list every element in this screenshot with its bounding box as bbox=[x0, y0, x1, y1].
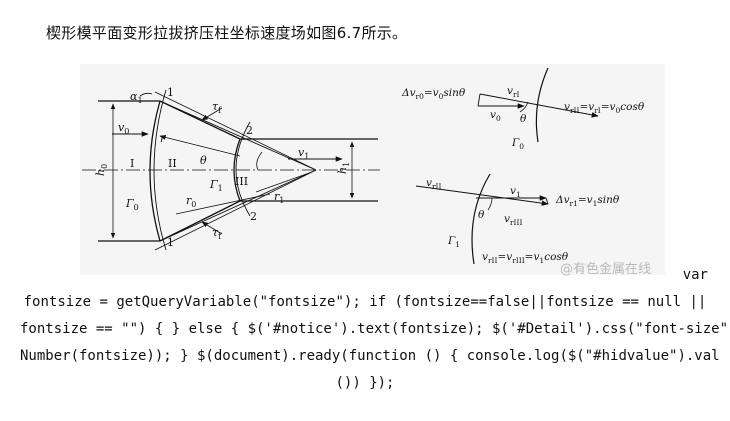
figure-drawing: α1 1 1 2 2 v0 h0 I II III Γ0 Γ1 r r0 r1 … bbox=[82, 67, 645, 265]
gamma0-velocity-diagram bbox=[477, 67, 599, 143]
dv-r1-label: Δvr1=v1sinθ bbox=[555, 194, 620, 208]
v0-label-right: v0 bbox=[490, 109, 501, 123]
label-1-top: 1 bbox=[167, 86, 174, 99]
page-heading: 楔形模平面变形拉拔挤压柱坐标速度场如图6.7所示。 bbox=[46, 24, 408, 42]
dv-r0-segment bbox=[477, 93, 481, 107]
v1-label: v1 bbox=[298, 146, 309, 161]
arc-1 bbox=[153, 89, 167, 251]
theta-label: θ bbox=[200, 154, 207, 167]
dv-r0-label: Δvr0=v0sinθ bbox=[401, 87, 466, 101]
r-vector bbox=[159, 134, 241, 157]
h1-label: h1 bbox=[336, 162, 351, 174]
region-1-label: I bbox=[130, 157, 134, 170]
theta-arc-top bbox=[519, 101, 529, 113]
vr2-equation-top: vrII=vrI=v0cosθ bbox=[564, 101, 645, 115]
die-bottom-face bbox=[159, 200, 241, 242]
watermark: @有色金属在线 bbox=[560, 262, 652, 277]
label-2-top: 2 bbox=[246, 124, 253, 137]
tau-bottom-label: τf bbox=[212, 226, 222, 241]
vr3-label: vrIII bbox=[504, 213, 522, 227]
r1-label: r1 bbox=[274, 190, 284, 205]
vr1-arrow bbox=[479, 93, 599, 118]
gamma1-curve bbox=[471, 173, 491, 265]
dv-r1-segment bbox=[545, 197, 549, 205]
v0-label: v0 bbox=[118, 121, 129, 136]
alpha-arc bbox=[139, 92, 153, 97]
die-diagram bbox=[82, 89, 380, 251]
code-line: var bbox=[682, 267, 708, 283]
r0-label: r0 bbox=[186, 194, 196, 209]
velocity-field-figure: α1 1 1 2 2 v0 h0 I II III Γ0 Γ1 r r0 r1 … bbox=[80, 64, 665, 275]
alpha-label: α1 bbox=[130, 90, 143, 105]
tau-top-arrow bbox=[201, 107, 223, 121]
gamma0-label-right: Γ0 bbox=[511, 137, 524, 151]
code-line: ()) }); bbox=[335, 375, 395, 391]
code-line: fontsize = getQueryVariable("fontsize");… bbox=[23, 294, 707, 310]
theta-label-bottom: θ bbox=[478, 209, 485, 221]
ray-1-bottom bbox=[154, 169, 317, 251]
theta-arc-bottom bbox=[487, 197, 493, 211]
gamma1-boundary bbox=[233, 138, 241, 202]
h0-label: h0 bbox=[94, 164, 109, 176]
gamma1-velocity-diagram bbox=[415, 173, 549, 265]
label-1-bottom: 1 bbox=[167, 236, 174, 249]
ray-bottom bbox=[159, 169, 317, 242]
r0-dimension bbox=[175, 193, 271, 215]
gamma0-boundary bbox=[149, 100, 161, 242]
v1-arrow-right bbox=[415, 185, 549, 206]
leaked-script-text: var fontsize = getQueryVariable("fontsiz… bbox=[20, 262, 730, 397]
v1-label-right: v1 bbox=[510, 185, 521, 199]
vr2-label-bottom: vrII bbox=[426, 177, 441, 191]
gamma1-label: Γ1 bbox=[209, 178, 223, 193]
label-2-bottom: 2 bbox=[250, 210, 257, 223]
tau-top-label: τf bbox=[212, 100, 222, 115]
gamma1-label-right: Γ1 bbox=[447, 235, 460, 249]
region-3-label: III bbox=[235, 175, 248, 188]
ray-top bbox=[159, 100, 317, 171]
ray-1-top bbox=[154, 91, 317, 171]
theta-label-top: θ bbox=[520, 113, 527, 125]
region-2-label: II bbox=[168, 157, 177, 170]
gamma0-label: Γ0 bbox=[125, 197, 139, 212]
vr1-label: vrI bbox=[507, 85, 520, 99]
code-line: Number(fontsize)); } $(document).ready(f… bbox=[20, 348, 720, 364]
theta-arc bbox=[256, 151, 263, 171]
vr2-equation-bottom: vrII=vrIII=v1cosθ bbox=[482, 251, 569, 265]
r1-dimension bbox=[255, 171, 313, 193]
arc-2 bbox=[235, 121, 251, 217]
r-label: r bbox=[160, 132, 166, 145]
tau-bottom-arrow bbox=[201, 221, 223, 235]
code-line: fontsize == "") { } else { $('#notice').… bbox=[20, 321, 730, 337]
